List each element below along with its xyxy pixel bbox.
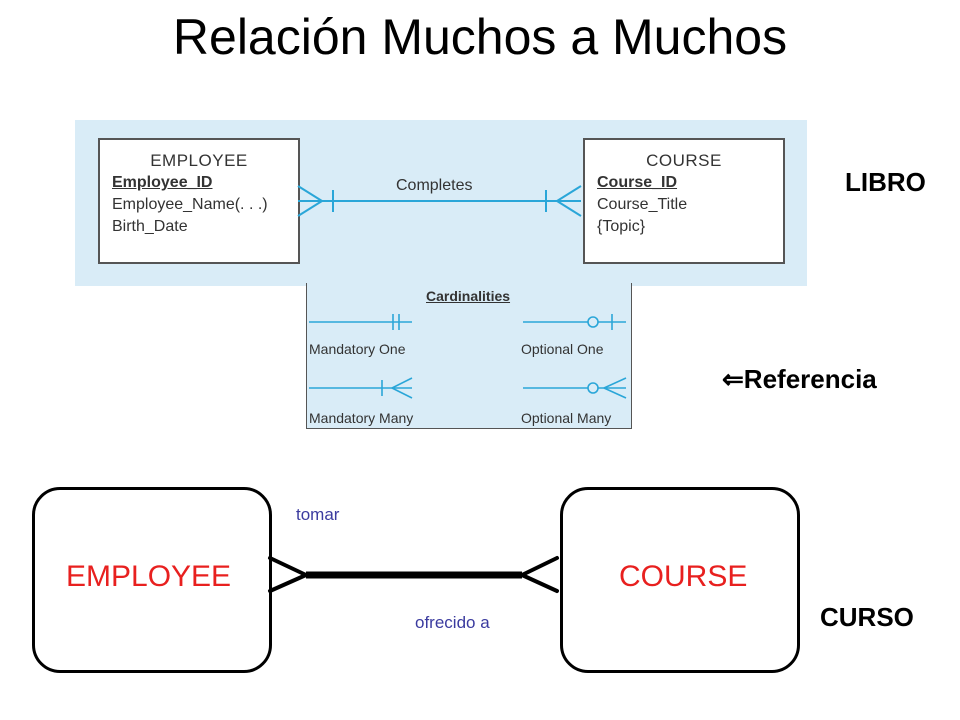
- mandatory-many-label: Mandatory Many: [309, 410, 414, 426]
- course-entity-box: COURSE Course_ID Course_Title {Topic}: [583, 138, 785, 264]
- referencia-text: Referencia: [743, 364, 877, 394]
- curso-label: CURSO: [820, 602, 914, 632]
- completes-label: Completes: [396, 177, 473, 194]
- course-id-attribute: Course_ID: [597, 174, 678, 191]
- topic-attribute: {Topic}: [597, 218, 646, 235]
- employee-entity-box: EMPLOYEE Employee_ID Employee_Name(. . .…: [98, 138, 300, 264]
- ofrecido-a-label: ofrecido a: [415, 613, 490, 632]
- optional-many-label: Optional Many: [521, 410, 612, 426]
- employee-label: EMPLOYEE: [66, 560, 232, 593]
- optional-one-label: Optional One: [521, 341, 604, 357]
- tomar-label: tomar: [296, 505, 340, 524]
- page-title: Relación Muchos a Muchos: [172, 9, 788, 65]
- course-box: [560, 487, 800, 673]
- employee-name-attribute: Employee_Name(. . .): [112, 196, 268, 213]
- course-label: COURSE: [619, 560, 748, 593]
- course-title-attribute: Course_Title: [597, 196, 688, 213]
- libro-label: LIBRO: [845, 167, 926, 197]
- left-arrow-icon: ⇐: [722, 364, 744, 394]
- employee-entity-title: EMPLOYEE: [150, 151, 248, 170]
- employee-box: [32, 487, 272, 673]
- employee-id-attribute: Employee_ID: [112, 174, 213, 191]
- referencia-label: ⇐Referencia: [722, 364, 877, 395]
- cardinalities-title: Cardinalities: [426, 288, 511, 304]
- mandatory-one-label: Mandatory One: [309, 341, 406, 357]
- cardinalities-legend: [306, 283, 632, 429]
- birth-date-attribute: Birth_Date: [112, 218, 188, 235]
- course-entity-title: COURSE: [646, 151, 722, 170]
